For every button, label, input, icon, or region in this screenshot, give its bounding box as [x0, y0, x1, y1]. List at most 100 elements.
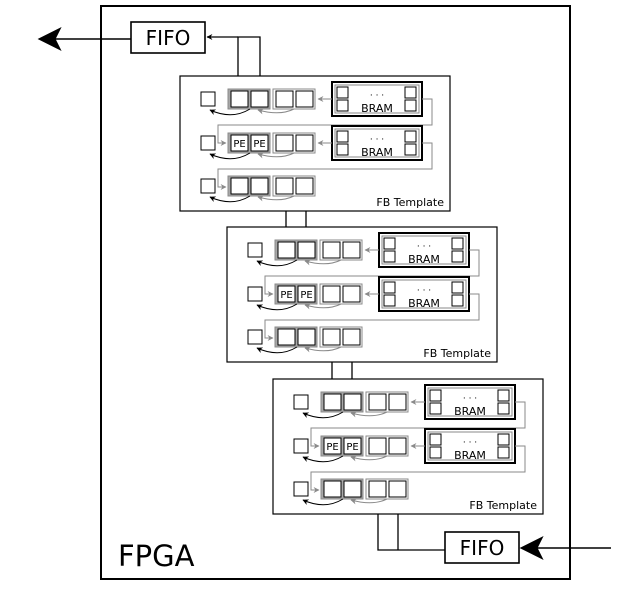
pe-label: PE: [326, 442, 338, 453]
bram-port: [451, 294, 464, 307]
fb-row: [247, 326, 363, 354]
cell: [275, 177, 294, 195]
feedback-arrow: [257, 108, 295, 115]
cell: [295, 177, 314, 195]
feedback-arrow: [304, 259, 342, 266]
feedback-arrow: [257, 195, 295, 202]
row-loop-connector: [310, 401, 526, 449]
fb-row: [200, 175, 316, 203]
pe-cell: [230, 90, 249, 108]
bram-port: [336, 143, 349, 156]
output-arrow: [209, 152, 251, 160]
bram-port: [429, 446, 442, 459]
feedback-arrow: [257, 152, 295, 159]
bram-port: [451, 250, 464, 263]
bram-label: BRAM: [361, 102, 393, 115]
cell: [368, 393, 387, 411]
fpga-label: FPGA: [118, 539, 195, 573]
cell: [388, 480, 407, 498]
output-arrow: [256, 259, 298, 267]
cell: [275, 90, 294, 108]
pe-cell: [323, 393, 342, 411]
bram-dots: · · ·: [370, 135, 384, 145]
row-loop-connector: [217, 142, 433, 190]
row-loop-connector: [264, 293, 480, 341]
cell: [342, 285, 361, 303]
pe-cell: [250, 134, 269, 152]
bram-inner: [427, 431, 513, 461]
row-loop-connector: [217, 98, 433, 146]
fifo-input-label: FIFO: [460, 536, 505, 560]
fb-row: [293, 478, 409, 506]
pe-cell: [343, 437, 362, 455]
pe-cell: [297, 285, 316, 303]
cell: [322, 328, 341, 346]
bram-port: [404, 99, 417, 112]
feedback-arrow: [304, 346, 342, 353]
bram-port: [497, 433, 510, 446]
pe-label: PE: [280, 290, 292, 301]
pe-label: PE: [253, 139, 265, 150]
pe-cell: [343, 480, 362, 498]
cell: [295, 134, 314, 152]
output-arrow: [302, 498, 344, 506]
pe-label: PE: [346, 442, 358, 453]
output-register: [293, 394, 309, 410]
output-arrow: [209, 195, 251, 203]
bram-port: [429, 402, 442, 415]
output-arrow: [256, 303, 298, 311]
bram-dots: · · ·: [417, 242, 431, 252]
pe-cell: [323, 437, 342, 455]
bram-port: [404, 143, 417, 156]
output-register: [293, 481, 309, 497]
bram-port: [336, 99, 349, 112]
output-register: [247, 242, 263, 258]
feedback-arrow: [350, 498, 388, 505]
fifo-input-box: [444, 531, 520, 564]
cell: [275, 134, 294, 152]
row-loop-connector: [264, 249, 480, 297]
output-arrow: [302, 455, 344, 463]
bram-port: [404, 130, 417, 143]
bram-port: [383, 294, 396, 307]
fb-row: · · ·BRAM: [293, 384, 526, 449]
bram-port: [497, 446, 510, 459]
pe-cell: [323, 480, 342, 498]
fb-template-label: FB Template: [423, 347, 491, 360]
bram-port: [429, 433, 442, 446]
feedback-arrow: [350, 411, 388, 418]
bram-port: [336, 86, 349, 99]
bram-label: BRAM: [408, 297, 440, 310]
bram-port: [451, 237, 464, 250]
bram-port: [383, 237, 396, 250]
fifo-output-feed-lines: [237, 36, 261, 84]
cell: [388, 393, 407, 411]
bram-port: [336, 130, 349, 143]
bram-label: BRAM: [454, 405, 486, 418]
output-arrow: [302, 411, 344, 419]
feedback-arrow: [304, 303, 342, 310]
cell: [368, 480, 387, 498]
bram-port: [497, 402, 510, 415]
fifo-input: FIFO: [375, 497, 611, 564]
output-arrow: [256, 346, 298, 354]
pe-cell: [297, 328, 316, 346]
pe-label: PE: [233, 139, 245, 150]
cell: [295, 90, 314, 108]
fifo-output-box: [130, 21, 206, 54]
output-arrow: [209, 108, 251, 116]
output-register: [247, 329, 263, 345]
row-loop-connector: [310, 445, 526, 493]
pe-cell: [230, 177, 249, 195]
cell: [322, 285, 341, 303]
fb-row: · · ·BRAM: [247, 232, 480, 297]
fb-row: · · · BRAM: [200, 81, 433, 146]
